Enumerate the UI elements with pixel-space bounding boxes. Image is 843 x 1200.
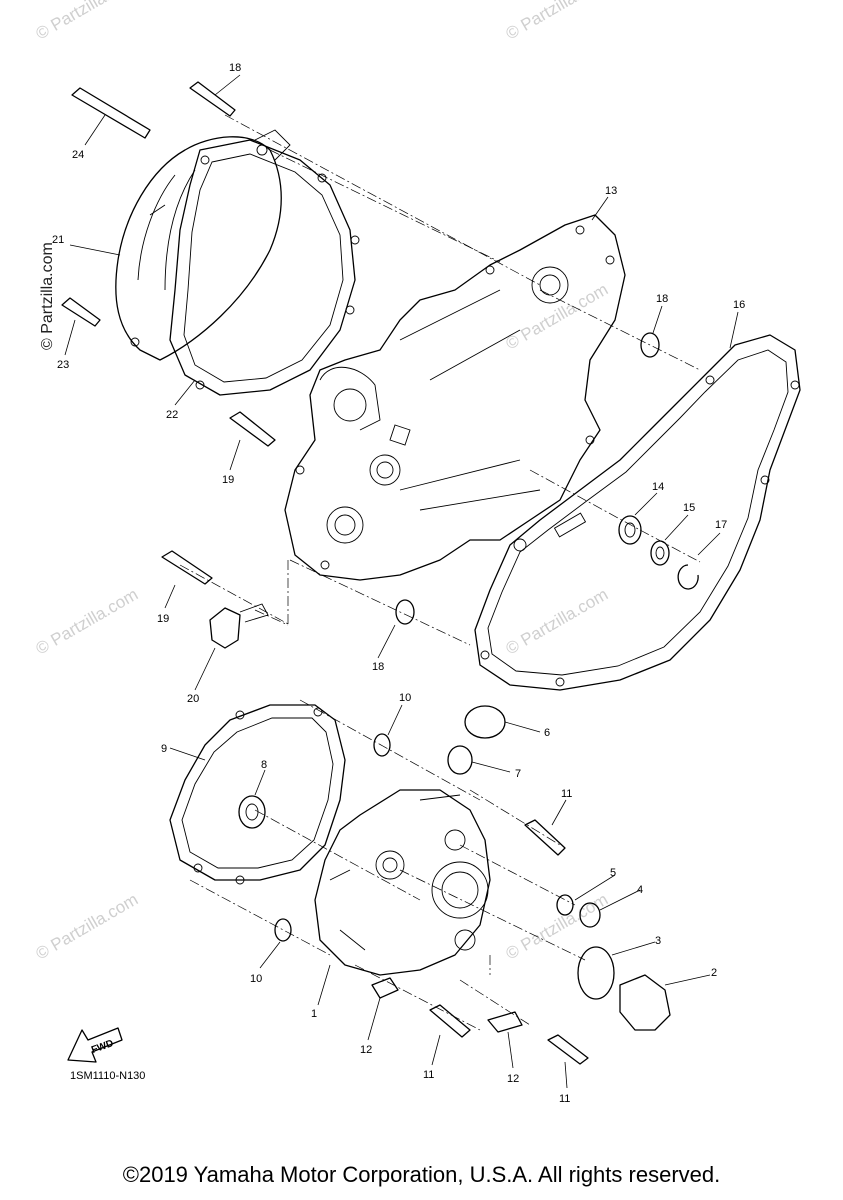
callout-20: 20 <box>187 693 199 705</box>
fwd-label: FWD <box>90 1038 115 1056</box>
callout-12-right: 12 <box>507 1073 519 1085</box>
callout-9: 9 <box>161 743 167 755</box>
watermark: © Partzilla.com <box>33 0 142 43</box>
part-13-crankcase-cover <box>284 214 626 581</box>
callout-1: 1 <box>311 1008 317 1020</box>
callout-24: 24 <box>72 149 84 161</box>
watermark: © Partzilla.com <box>503 0 612 43</box>
watermarks: © Partzilla.com © Partzilla.com © Partzi… <box>33 0 612 963</box>
watermark: © Partzilla.com <box>503 890 612 964</box>
callout-21: 21 <box>52 234 64 246</box>
fwd-arrow: FWD <box>67 1027 123 1063</box>
callout-6: 6 <box>544 727 550 739</box>
callout-18-bottom: 18 <box>372 661 384 673</box>
callout-19-lower: 19 <box>157 613 169 625</box>
callout-16: 17 <box>715 519 727 531</box>
alignment-lines <box>179 114 701 1031</box>
callout-15: 15 <box>683 502 695 514</box>
callout-14: 14 <box>652 481 664 493</box>
watermark: © Partzilla.com <box>503 585 612 659</box>
watermark: © Partzilla.com <box>503 280 612 354</box>
callouts: 18 24 21 23 22 13 18 16 19 14 15 17 19 1… <box>52 62 745 1105</box>
watermark: © Partzilla.com <box>33 890 142 964</box>
callout-5: 5 <box>610 867 616 879</box>
callout-8: 8 <box>261 759 267 771</box>
callout-12-left: 12 <box>360 1044 372 1056</box>
leader-lines <box>64 74 739 1089</box>
callout-22: 22 <box>166 409 178 421</box>
callout-4: 4 <box>637 884 643 896</box>
callout-11-right: 11 <box>561 788 572 800</box>
callout-10-bottom: 10 <box>250 973 262 985</box>
callout-11-middle: 11 <box>423 1069 434 1081</box>
small-parts <box>61 81 699 1065</box>
part-9-gasket <box>169 704 346 885</box>
part-21-outer-cover <box>115 129 291 361</box>
watermark-vertical: © Partzilla.com <box>39 242 56 350</box>
part-1-lower-cover <box>314 789 491 976</box>
callout-23-left: 23 <box>57 359 69 371</box>
callout-2: 2 <box>711 967 717 979</box>
part-22-gasket <box>169 139 360 396</box>
callout-11-bottom: 11 <box>559 1093 570 1105</box>
callout-13: 13 <box>605 185 617 197</box>
callout-23-top: 18 <box>229 62 241 74</box>
part-17-gasket <box>474 334 801 691</box>
figure-code: 1SM1110-N130 <box>70 1070 146 1082</box>
callout-18-top: 18 <box>656 293 668 305</box>
callout-17: 16 <box>733 299 745 311</box>
callout-19-upper: 19 <box>222 474 234 486</box>
callout-7: 7 <box>515 768 521 780</box>
copyright-notice: ©2019 Yamaha Motor Corporation, U.S.A. A… <box>122 1162 721 1187</box>
callout-10-top: 10 <box>399 692 411 704</box>
watermark: © Partzilla.com <box>33 585 142 659</box>
callout-3: 3 <box>655 935 661 947</box>
